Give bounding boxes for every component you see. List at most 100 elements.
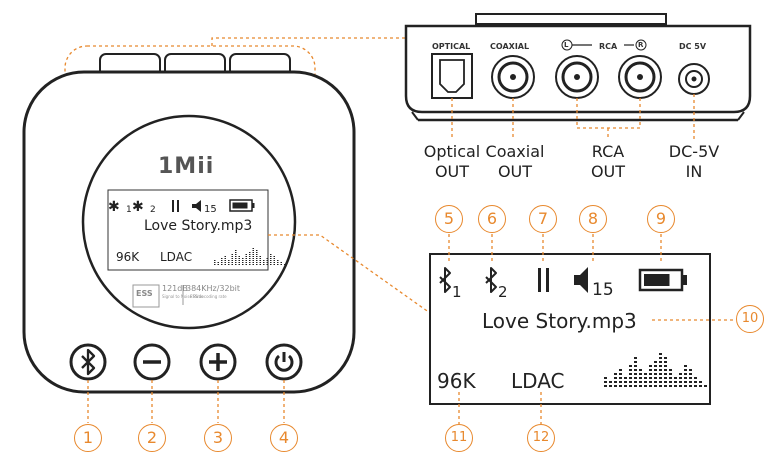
small-equalizer	[214, 248, 286, 265]
equalizer-segment	[619, 381, 622, 383]
equalizer-segment	[654, 385, 657, 387]
equalizer-segment	[245, 262, 247, 263]
equalizer-segment	[214, 264, 216, 265]
equalizer-segment	[221, 260, 223, 261]
equalizer-segment	[270, 260, 272, 261]
equalizer-segment	[639, 373, 642, 375]
equalizer-segment	[256, 264, 258, 265]
equalizer-segment	[689, 385, 692, 387]
equalizer-segment	[684, 373, 687, 375]
equalizer-segment	[228, 262, 230, 263]
equalizer-segment	[221, 264, 223, 265]
callout-8: 8	[579, 205, 607, 233]
rca-left-label: L	[564, 41, 569, 49]
equalizer-segment	[249, 260, 251, 261]
equalizer-segment	[217, 264, 219, 265]
equalizer-segment	[263, 264, 265, 265]
equalizer-segment	[277, 262, 279, 263]
equalizer-segment	[224, 264, 226, 265]
small-bt2-sub: 2	[150, 205, 156, 215]
equalizer-segment	[629, 381, 632, 383]
equalizer-segment	[634, 381, 637, 383]
equalizer-segment	[634, 357, 637, 359]
equalizer-segment	[649, 385, 652, 387]
equalizer-segment	[252, 262, 254, 263]
equalizer-segment	[252, 248, 254, 249]
equalizer-segment	[256, 258, 258, 259]
callout-7: 7	[529, 205, 557, 233]
ess-chip-logo	[132, 284, 160, 308]
equalizer-segment	[644, 373, 647, 375]
bluetooth-1-sub: 1	[452, 283, 462, 301]
equalizer-segment	[674, 381, 677, 383]
equalizer-segment	[704, 385, 707, 387]
small-filename: Love Story.mp3	[144, 218, 253, 234]
equalizer-segment	[669, 377, 672, 379]
equalizer-segment	[263, 262, 265, 263]
callout-5: 5	[435, 205, 463, 233]
equalizer-segment	[252, 252, 254, 253]
equalizer-segment	[619, 377, 622, 379]
equalizer-segment	[242, 264, 244, 265]
equalizer-segment	[659, 381, 662, 383]
ess-logo-text: ESS	[136, 289, 153, 298]
equalizer-segment	[249, 254, 251, 255]
equalizer-segment	[654, 377, 657, 379]
equalizer-segment	[659, 377, 662, 379]
equalizer-segment	[639, 369, 642, 371]
equalizer-segment	[231, 264, 233, 265]
small-speaker-icon	[192, 200, 201, 212]
equalizer-segment	[649, 365, 652, 367]
equalizer-segment	[221, 258, 223, 259]
equalizer-segment	[252, 258, 254, 259]
rear-leaders	[451, 94, 695, 140]
equalizer-segment	[270, 256, 272, 257]
equalizer-segment	[266, 264, 268, 265]
callout-1: 1	[74, 424, 102, 452]
equalizer-segment	[235, 258, 237, 259]
equalizer-segment	[659, 373, 662, 375]
equalizer-segment	[639, 381, 642, 383]
equalizer-segment	[664, 381, 667, 383]
equalizer-segment	[238, 264, 240, 265]
equalizer-segment	[694, 377, 697, 379]
equalizer-segment	[614, 373, 617, 375]
equalizer-segment	[699, 385, 702, 387]
equalizer-segment	[664, 377, 667, 379]
callout-11: 11	[445, 424, 473, 452]
equalizer-segment	[273, 262, 275, 263]
equalizer-segment	[664, 365, 667, 367]
equalizer-segment	[664, 357, 667, 359]
equalizer-segment	[669, 369, 672, 371]
equalizer-segment	[684, 385, 687, 387]
small-bt1-icon: ✱	[108, 199, 120, 215]
equalizer-segment	[629, 385, 632, 387]
codec: LDAC	[511, 369, 565, 393]
equalizer-segment	[639, 377, 642, 379]
chip-snr-label: Signal to Noise Ratio	[162, 294, 204, 299]
equalizer-segment	[266, 262, 268, 263]
equalizer-segment	[634, 369, 637, 371]
equalizer-segment	[224, 262, 226, 263]
equalizer-segment	[259, 262, 261, 263]
equalizer-segment	[249, 262, 251, 263]
callout-9: 9	[647, 205, 675, 233]
equalizer-segment	[280, 264, 282, 265]
equalizer-segment	[238, 256, 240, 257]
equalizer-segment	[689, 377, 692, 379]
chip-rate-label: ESS decoding rate	[190, 294, 227, 299]
equalizer-segment	[614, 381, 617, 383]
equalizer-segment	[634, 377, 637, 379]
equalizer-segment	[256, 260, 258, 261]
equalizer-segment	[649, 381, 652, 383]
equalizer-segment	[259, 260, 261, 261]
equalizer-segment	[252, 264, 254, 265]
equalizer-segment	[235, 262, 237, 263]
equalizer-segment	[273, 260, 275, 261]
equalizer-segment	[684, 365, 687, 367]
equalizer-segment	[249, 264, 251, 265]
equalizer-segment	[270, 262, 272, 263]
